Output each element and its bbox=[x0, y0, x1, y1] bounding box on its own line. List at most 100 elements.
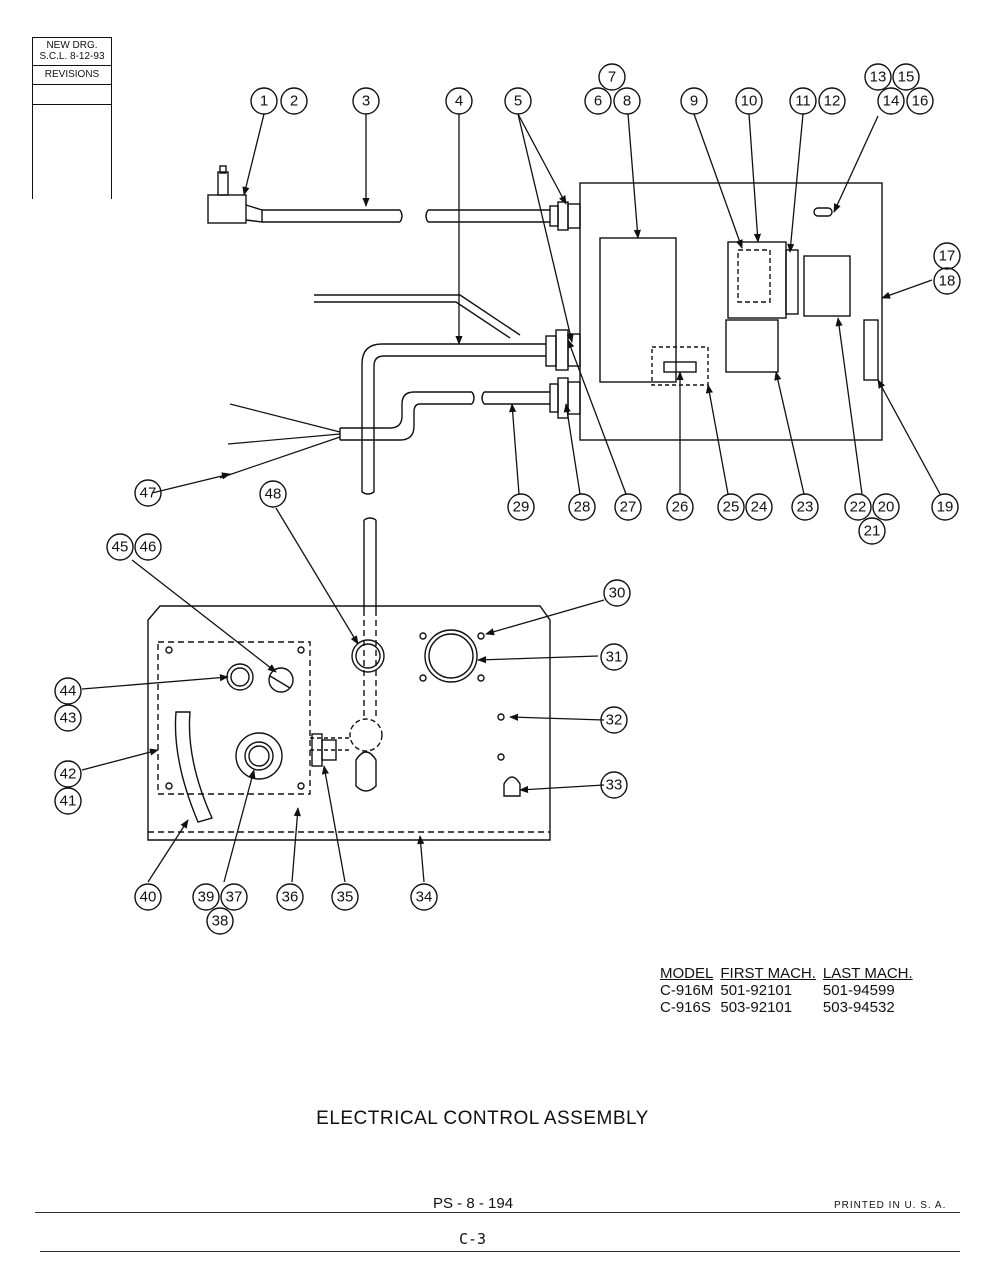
cord-grip-low bbox=[549, 377, 581, 419]
indicator-13 bbox=[813, 207, 833, 217]
callout-1: 1 bbox=[260, 93, 268, 110]
callout-21: 21 bbox=[864, 523, 881, 540]
revision-row-empty bbox=[33, 85, 111, 105]
wire-leads-47 bbox=[219, 403, 341, 479]
callout-29: 29 bbox=[513, 499, 530, 516]
last-mach-cell: 501-94599 bbox=[822, 982, 895, 999]
first-mach-cell: 503-92101 bbox=[720, 999, 793, 1016]
callout-30: 30 bbox=[609, 585, 626, 602]
relay-10 bbox=[727, 241, 787, 319]
callout-42: 42 bbox=[60, 766, 77, 783]
model-cell: C-916M bbox=[660, 982, 714, 999]
model-cell: C-916S bbox=[660, 999, 711, 1016]
component-22 bbox=[803, 255, 851, 317]
terminal-19 bbox=[863, 319, 879, 381]
revision-block: NEW DRG. S.C.L. 8-12-93 REVISIONS bbox=[32, 37, 112, 199]
drawing-number: PS - 8 - 194 bbox=[433, 1195, 514, 1212]
limit-switch bbox=[207, 165, 263, 224]
callout-33: 33 bbox=[606, 777, 623, 794]
plate-screw bbox=[165, 782, 173, 790]
last-mach-header: LAST MACH. bbox=[822, 965, 913, 982]
switch-plate-outline bbox=[157, 641, 311, 795]
plate-screw bbox=[165, 646, 173, 654]
hose-40 bbox=[174, 711, 213, 823]
callout-32: 32 bbox=[606, 712, 623, 729]
callout-8: 8 bbox=[623, 93, 631, 110]
model-table: MODEL FIRST MACH. LAST MACH. C-916M 501-… bbox=[660, 965, 960, 1016]
callout-46: 46 bbox=[140, 539, 157, 556]
page-number: C-3 bbox=[459, 1230, 487, 1248]
callout-37: 37 bbox=[226, 889, 243, 906]
callout-23: 23 bbox=[797, 499, 814, 516]
mounting-panel-34 bbox=[147, 605, 551, 841]
fuse-26 bbox=[663, 361, 697, 373]
callout-38: 38 bbox=[212, 913, 229, 930]
callout-10: 10 bbox=[741, 93, 758, 110]
callout-25: 25 bbox=[723, 499, 740, 516]
callout-11: 11 bbox=[795, 93, 811, 110]
printed-note: PRINTED IN U. S. A. bbox=[834, 1200, 947, 1211]
callout-27: 27 bbox=[620, 499, 637, 516]
callout-9: 9 bbox=[690, 93, 698, 110]
callout-12: 12 bbox=[824, 93, 841, 110]
callout-2: 2 bbox=[290, 93, 298, 110]
callout-20: 20 bbox=[878, 499, 895, 516]
callout-48: 48 bbox=[265, 486, 282, 503]
model-header: MODEL bbox=[660, 965, 714, 982]
hole-32 bbox=[497, 713, 505, 721]
callout-40: 40 bbox=[140, 889, 157, 906]
knob-33 bbox=[503, 776, 521, 797]
callout-19: 19 bbox=[937, 499, 954, 516]
table-row: C-916S 503-92101 503-94532 bbox=[660, 999, 920, 1016]
cord-grip-mid bbox=[545, 329, 581, 371]
grommet-48 bbox=[351, 639, 385, 673]
cable-3 bbox=[262, 209, 550, 223]
callout-47: 47 bbox=[140, 485, 157, 502]
revision-line-2: S.C.L. 8-12-93 bbox=[39, 51, 105, 62]
callout-14: 14 bbox=[883, 93, 900, 110]
callout-18: 18 bbox=[939, 273, 956, 290]
cable-29 bbox=[339, 391, 550, 441]
callout-22: 22 bbox=[850, 499, 867, 516]
footer-rule bbox=[35, 1212, 960, 1213]
relay-side bbox=[785, 249, 799, 315]
drawing-title: ELECTRICAL CONTROL ASSEMBLY bbox=[316, 1108, 649, 1129]
callout-16: 16 bbox=[912, 93, 929, 110]
revision-line-1: NEW DRG. bbox=[46, 40, 98, 51]
plate-screw bbox=[297, 646, 305, 654]
first-mach-cell: 501-92101 bbox=[720, 982, 793, 999]
callout-24: 24 bbox=[751, 499, 768, 516]
callout-5: 5 bbox=[514, 93, 522, 110]
callout-44: 44 bbox=[60, 683, 77, 700]
last-mach-cell: 503-94532 bbox=[822, 999, 895, 1016]
cable-4 bbox=[314, 294, 546, 610]
callout-41: 41 bbox=[60, 793, 77, 810]
callout-17: 17 bbox=[939, 248, 956, 265]
control-box bbox=[579, 182, 883, 441]
callout-43: 43 bbox=[60, 710, 77, 727]
footer-rule-bottom bbox=[40, 1251, 960, 1252]
selector-45 bbox=[268, 667, 294, 693]
callout-36: 36 bbox=[282, 889, 299, 906]
grommet-31 bbox=[424, 629, 478, 683]
relay-inner bbox=[737, 249, 771, 303]
callout-7: 7 bbox=[608, 69, 616, 86]
leader-lines bbox=[81, 113, 941, 883]
component-panel-large bbox=[599, 237, 677, 383]
callout-45: 45 bbox=[112, 539, 129, 556]
callout-35: 35 bbox=[337, 889, 354, 906]
first-mach-header: FIRST MACH. bbox=[720, 965, 816, 982]
revision-note: NEW DRG. S.C.L. 8-12-93 bbox=[33, 37, 111, 66]
lamp-35 bbox=[355, 751, 377, 792]
callout-4: 4 bbox=[455, 93, 463, 110]
callout-31: 31 bbox=[606, 649, 623, 666]
callout-15: 15 bbox=[898, 69, 915, 86]
table-row: C-916M 501-92101 501-94599 bbox=[660, 982, 920, 999]
callout-13: 13 bbox=[870, 69, 887, 86]
revisions-label: REVISIONS bbox=[33, 66, 111, 85]
callout-6: 6 bbox=[594, 93, 602, 110]
callout-28: 28 bbox=[574, 499, 591, 516]
callout-3: 3 bbox=[362, 93, 370, 110]
plate-screw bbox=[297, 782, 305, 790]
